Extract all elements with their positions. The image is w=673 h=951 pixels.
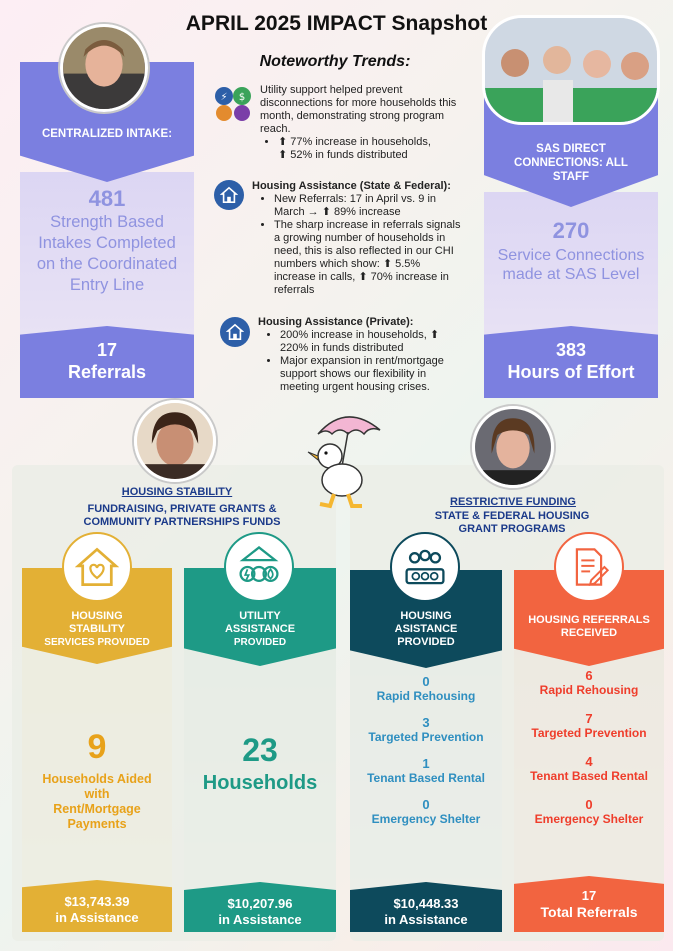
housing-assistance-amount-label: in Assistance [384,912,468,927]
housing-stat-number: 3 [422,715,430,730]
utility-desc: Households [202,772,318,794]
housing-stability-title-text: HOUSING STABILITY [121,486,233,498]
housing-state-bullet: New Referrals: 17 in April vs. 9 in Marc… [274,193,464,219]
sas-hours-label: Hours of Effort [507,362,635,382]
intake-referrals-label: Referrals [67,362,147,382]
utility-bolt-leaf-drop-icon [224,532,294,602]
svg-text:⚡: ⚡ [220,92,227,103]
sas-staff-photo [482,15,660,125]
housing-private-bullet: 200% increase in households, ⬆ 220% in f… [280,329,468,355]
stability-number: 9 [87,728,107,766]
housing-state-heading: Housing Assistance (State & Federal): [252,180,451,192]
utility-trend-icon: ⚡ $ [214,86,254,122]
intake-referrals-number: 17 [96,340,118,360]
housing-assistance-amount: $10,448.33 [393,896,459,911]
restrictive-funding-subtitle: STATE & FEDERAL HOUSING GRANT PROGRAMS [434,510,590,535]
housing-state-trend: Housing Assistance (State & Federal): Ne… [252,180,464,297]
stability-body [22,648,172,888]
restrictive-funding-title: RESTRICTIVE FUNDING [408,496,618,509]
house-icon [220,317,250,347]
utility-trend: Utility support helped prevent disconnec… [260,84,460,162]
utility-footer: $10,207.96 in Assistance [184,882,336,932]
sas-desc: Service Connections made at SAS Level [497,247,645,283]
utility-trend-bullet: ⬆ 52% in funds distributed [278,149,408,161]
referrals-head: HOUSING REFERRALS RECEIVED [528,614,650,639]
sas-number: 270 [552,218,590,243]
trends-heading: Noteworthy Trends: [259,53,411,70]
referral-stat-label: Rapid Rehousing [539,683,639,697]
sas-hours-box: 383 Hours of Effort [484,326,658,398]
referrals-column: HOUSING REFERRALS RECEIVED 6 Rapid Rehou… [514,570,664,932]
referrals-footer: 17 Total Referrals [514,876,664,932]
referrals-stats: 6 Rapid Rehousing 7 Targeted Prevention … [514,668,664,826]
referral-stat-number: 7 [585,711,593,726]
housing-stat-number: 0 [422,797,430,812]
stability-head-2: SERVICES PROVIDED [44,637,150,648]
people-group-icon [390,532,460,602]
housing-stat-label: Targeted Prevention [368,730,484,744]
restrictive-funding-title-text: RESTRICTIVE FUNDING [450,496,576,508]
restrictive-staff-photo [472,406,554,488]
page-title: APRIL 2025 IMPACT Snapshot [185,12,488,35]
utility-head-2: PROVIDED [233,637,287,648]
heart-house-icon [62,532,132,602]
utility-head-1: UTILITY ASSISTANCE [224,610,296,635]
housing-assistance-head: HOUSING ASISTANCE PROVIDED [394,610,458,648]
intake-header: CENTRALIZED INTAKE: [20,62,194,182]
housing-private-bullet: Major expansion in rent/mortgage support… [280,355,468,394]
document-pen-icon [554,532,624,602]
housing-assistance-column: HOUSING ASISTANCE PROVIDED 0 Rapid Rehou… [350,570,502,932]
housing-stat-label: Emergency Shelter [371,812,481,826]
housing-private-trend: Housing Assistance (Private): 200% incre… [258,316,468,394]
intake-card: CENTRALIZED INTAKE: 481 Strength Based I… [20,62,194,398]
stability-column: HOUSING STABILITY SERVICES PROVIDED 9 Ho… [22,568,172,932]
house-icon [214,180,244,210]
stability-amount-label: in Assistance [55,910,139,925]
intake-number: 481 [88,186,126,211]
housing-assistance-stats: 0 Rapid Rehousing 3 Targeted Prevention … [350,674,502,826]
housing-private-heading: Housing Assistance (Private): [258,316,414,328]
housing-stat-label: Rapid Rehousing [376,689,476,703]
intake-label: CENTRALIZED INTAKE: [41,128,173,140]
utility-trend-bullet: ⬆ 77% increase in households, [278,136,460,149]
referrals-total-label: Total Referrals [540,904,638,920]
intake-staff-photo [60,24,148,112]
svg-text:$: $ [239,92,245,103]
referral-stat-number: 0 [585,797,593,812]
referral-stat-number: 6 [585,668,593,683]
housing-assistance-footer: $10,448.33 in Assistance [350,882,502,932]
sas-label: SAS DIRECT CONNECTIONS: ALL STAFF [514,143,628,183]
stability-head-1: HOUSING STABILITY [68,610,125,635]
utility-number: 23 [242,732,278,768]
stability-amount: $13,743.39 [64,894,130,909]
housing-stability-subtitle: FUNDRAISING, PRIVATE GRANTS & COMMUNITY … [83,503,281,528]
stability-desc: Households Aided with Rent/Mortgage Paym… [42,772,152,831]
utility-column: UTILITY ASSISTANCE PROVIDED 23 Household… [184,568,336,932]
referral-stat-label: Tenant Based Rental [530,769,648,783]
housing-stat-label: Tenant Based Rental [367,771,485,785]
intake-desc: Strength Based Intakes Completed on the … [36,213,178,294]
utility-trend-text: Utility support helped prevent disconnec… [260,84,457,135]
stability-staff-photo [134,400,216,482]
utility-amount-label: in Assistance [218,912,302,927]
sas-hours-number: 383 [555,340,587,360]
housing-stat-number: 0 [422,674,430,689]
utility-amount: $10,207.96 [227,896,293,911]
referrals-total-number: 17 [581,888,597,903]
housing-state-bullet: The sharp increase in referrals signals … [274,219,464,297]
referral-stat-number: 4 [585,754,593,769]
referral-stat-label: Targeted Prevention [531,726,647,740]
stability-footer: $13,743.39 in Assistance [22,880,172,932]
housing-stat-number: 1 [422,756,430,771]
housing-stability-title: HOUSING STABILITY [70,486,284,499]
duck-umbrella-icon [300,408,384,512]
intake-referrals-box: 17 Referrals [20,326,194,398]
referral-stat-label: Emergency Shelter [534,812,644,826]
